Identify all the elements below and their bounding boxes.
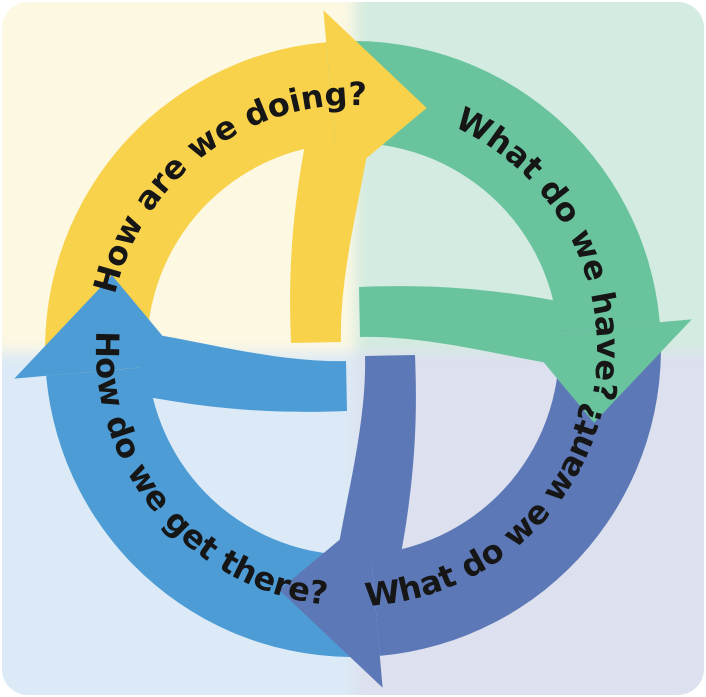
arrow-tail-swirl-indigo: [336, 355, 416, 565]
arrowhead-indigo: [279, 516, 383, 688]
arrow-tail-swirl-lightblue: [137, 332, 347, 412]
arrow-tail-swirl-green: [359, 286, 569, 366]
arrowhead-lightblue: [14, 275, 186, 379]
arrowhead-green: [520, 319, 692, 423]
arrow-tail-swirl-yellow: [290, 133, 370, 343]
arrowhead-yellow: [323, 10, 427, 182]
arrowheads: [14, 10, 692, 688]
